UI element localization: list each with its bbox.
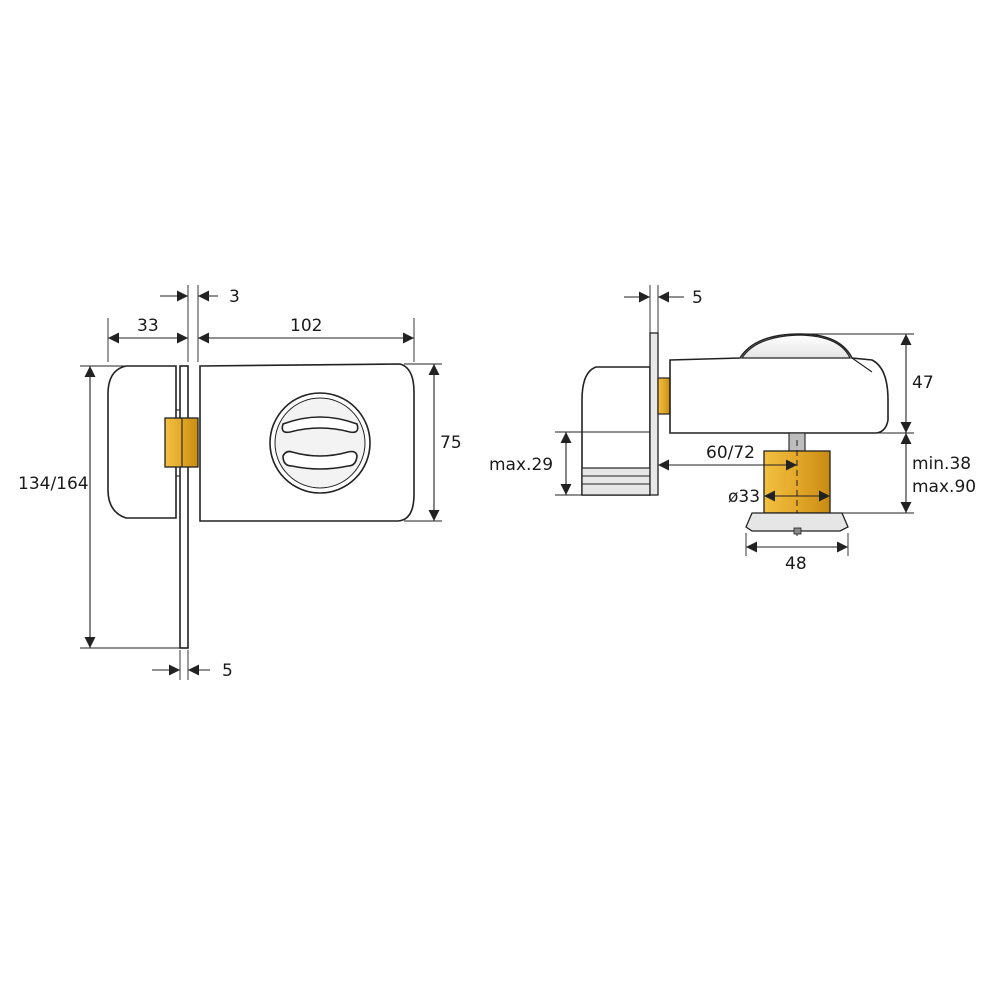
knob-grip-upper xyxy=(281,416,359,434)
dim-label-75: 75 xyxy=(440,433,462,453)
knob-grip-lower xyxy=(282,450,358,470)
dim-label-min38: min.38 xyxy=(912,454,971,474)
mounting-plate-side xyxy=(649,332,659,496)
dim-label-3: 3 xyxy=(229,287,240,307)
dim-label-134-164: 134/164 xyxy=(18,474,89,494)
dim-label-5-side: 5 xyxy=(692,288,703,308)
dim-label-max29: max.29 xyxy=(489,455,553,475)
strike-box xyxy=(107,365,177,519)
dim-label-48: 48 xyxy=(785,554,807,574)
dim-label-47: 47 xyxy=(912,373,934,393)
dim-label-60-72: 60/72 xyxy=(706,443,755,463)
side-view: 5 47 max.29 60/72 min.38 max.90 ø33 48 xyxy=(489,285,976,574)
turn-knob-inner xyxy=(274,397,366,489)
dim-label-dia33: ø33 xyxy=(728,487,760,507)
dim-label-102: 102 xyxy=(290,316,322,336)
dim-label-5-front: 5 xyxy=(222,661,233,681)
bolt-side xyxy=(657,377,671,415)
lock-case-side xyxy=(669,333,889,434)
key-slot xyxy=(793,527,802,535)
dim-label-max90: max.90 xyxy=(912,477,976,497)
front-view: 3 33 102 75 134/164 5 xyxy=(18,285,462,681)
knob-dome xyxy=(740,334,851,359)
mounting-plate xyxy=(179,365,189,649)
case-edge xyxy=(851,357,873,373)
strike-box-foot xyxy=(581,467,651,496)
dim-label-33: 33 xyxy=(137,316,159,336)
